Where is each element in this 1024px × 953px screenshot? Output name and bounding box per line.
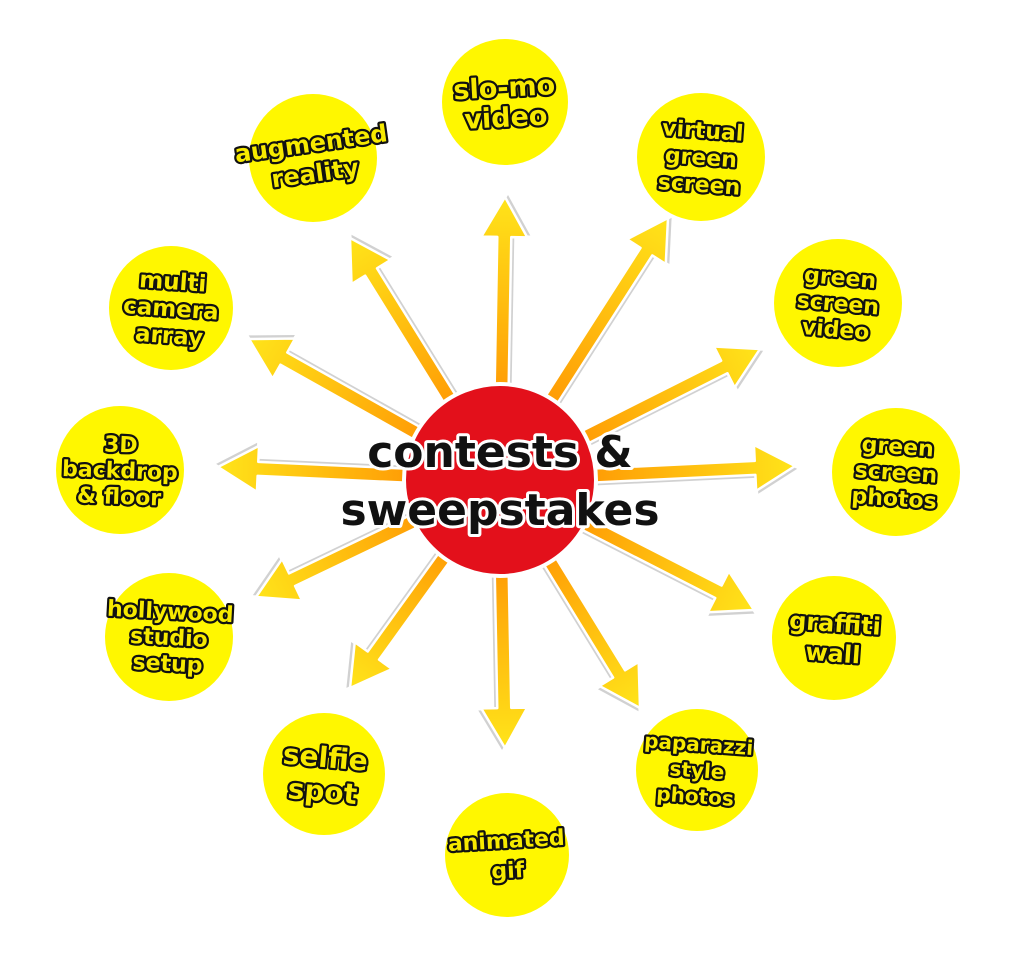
node-label: slo-movideo bbox=[453, 70, 558, 136]
node-label-line: graffiti bbox=[788, 607, 881, 641]
node-circle bbox=[445, 793, 569, 917]
node-label: greenscreenphotos bbox=[851, 432, 941, 515]
node-hollywood-studio-setup: hollywoodstudiosetup bbox=[104, 573, 236, 701]
node-circle bbox=[442, 39, 568, 165]
hub-title: contests & sweepstakes bbox=[340, 427, 659, 536]
hub-title-line: sweepstakes bbox=[340, 485, 659, 536]
node-label-line: backdrop bbox=[62, 457, 179, 486]
node-label: paparazzistylephotos bbox=[640, 728, 754, 811]
node-label-line: paparazzi bbox=[644, 728, 755, 760]
node-3d-backdrop-floor: 3Dbackdrop& floor bbox=[56, 406, 184, 534]
node-label-line: green bbox=[861, 432, 935, 462]
node-label-line: style bbox=[669, 756, 725, 784]
node-circle bbox=[249, 94, 377, 222]
node-label: multicameraarray bbox=[120, 266, 221, 352]
node-label-line: photos bbox=[851, 484, 938, 515]
node-selfie-spot: selfiespot bbox=[263, 713, 385, 835]
node-circle bbox=[109, 246, 233, 370]
node-green-screen-video: greenscreenvideo bbox=[774, 239, 902, 367]
nodes-layer: slo-movideo virtualgreenscreen greenscreen… bbox=[56, 39, 960, 917]
hub-title-line: contests & bbox=[367, 427, 633, 478]
node-label-line: spot bbox=[286, 772, 358, 811]
node-label: virtualgreenscreen bbox=[657, 116, 745, 201]
node-circle bbox=[774, 239, 902, 367]
node-label-line: slo-mo bbox=[453, 70, 556, 106]
node-circle bbox=[105, 573, 233, 701]
hub-circle bbox=[402, 382, 598, 578]
node-multi-camera-array: multicameraarray bbox=[109, 246, 233, 370]
node-label-line: setup bbox=[132, 650, 203, 679]
node-label-line: array bbox=[134, 321, 204, 352]
node-label: animatedgif bbox=[447, 826, 567, 887]
node-label-line: 3D bbox=[104, 432, 138, 458]
node-label-line: animated bbox=[447, 826, 565, 857]
node-circle bbox=[56, 406, 184, 534]
node-label-line: wall bbox=[805, 638, 862, 670]
node-circle bbox=[637, 93, 765, 221]
node-label: selfiespot bbox=[279, 738, 370, 812]
node-label-line: multi bbox=[138, 267, 207, 298]
node-circle bbox=[832, 408, 960, 536]
hub: contests & sweepstakes bbox=[337, 382, 663, 578]
node-augmented-reality: augmentedreality bbox=[231, 94, 391, 222]
node-circle bbox=[636, 709, 758, 831]
node-paparazzi-style-photos: paparazzistylephotos bbox=[636, 709, 758, 831]
node-graffiti-wall: graffitiwall bbox=[772, 576, 896, 700]
node-circle bbox=[263, 713, 385, 835]
node-label-line: video bbox=[464, 101, 549, 136]
node-label: greenscreenvideo bbox=[793, 262, 882, 346]
node-label-line: gif bbox=[491, 858, 526, 885]
node-label-line: green bbox=[664, 143, 738, 173]
node-label: graffitiwall bbox=[786, 607, 882, 671]
node-green-screen-photos: greenscreenphotos bbox=[832, 408, 960, 536]
node-label-line: studio bbox=[129, 624, 208, 653]
node-circle bbox=[772, 576, 896, 700]
node-label-line: & floor bbox=[77, 483, 162, 511]
node-animated-gif: animatedgif bbox=[445, 793, 569, 917]
node-slo-mo-video: slo-movideo bbox=[442, 39, 568, 165]
node-virtual-green-screen: virtualgreenscreen bbox=[637, 93, 765, 221]
node-label: 3Dbackdrop& floor bbox=[61, 431, 179, 512]
